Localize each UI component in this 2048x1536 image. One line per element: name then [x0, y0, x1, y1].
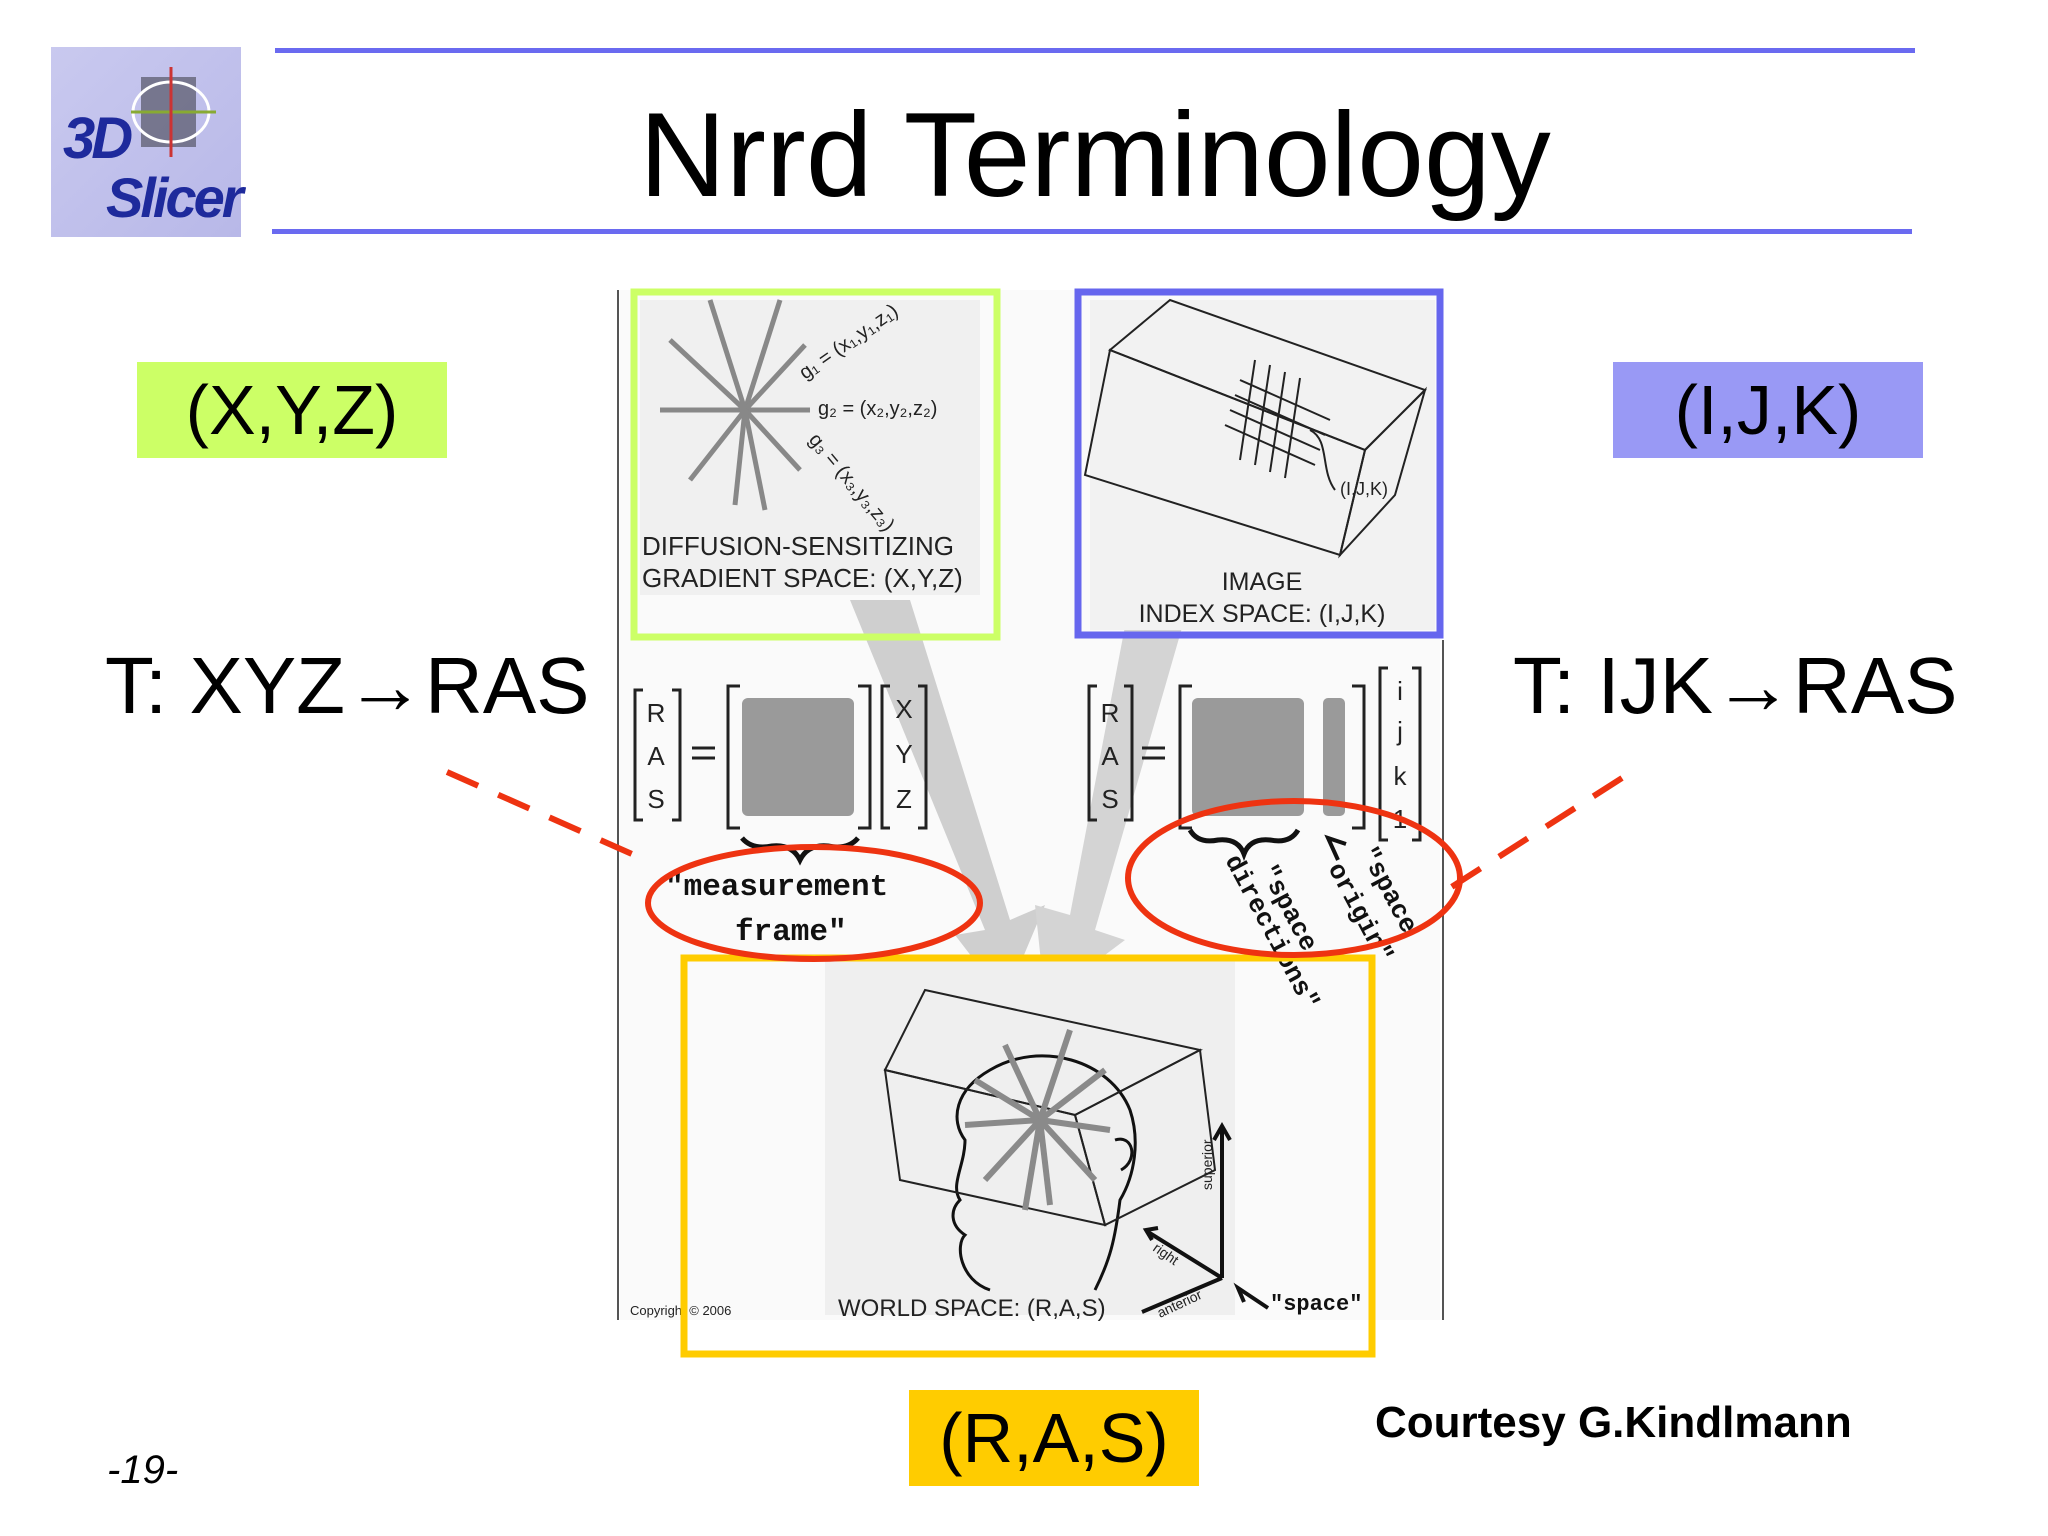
gradient-caption-1: DIFFUSION-SENSITIZING [642, 531, 954, 561]
rm-S: S [1101, 784, 1118, 814]
rm-A: A [1101, 741, 1119, 771]
right-flow-arrow [1035, 600, 1190, 1000]
index-panel [1090, 300, 1435, 630]
ijk-point-label: (I,J,K) [1340, 479, 1388, 499]
space-directions-matrix [1192, 698, 1304, 816]
world-star [964, 1029, 1111, 1211]
space-directions-brace [1187, 828, 1301, 862]
page-title: Nrrd Terminology [639, 88, 1551, 222]
lm-R: R [647, 698, 666, 728]
slicer-logo: 3D Slicer [51, 47, 244, 237]
lm-S: S [647, 784, 664, 814]
tag-ijk: (I,J,K) [1613, 362, 1923, 458]
right-dashed-link [1448, 775, 1624, 891]
lm-Y: Y [895, 739, 912, 769]
title-rule-bottom [272, 229, 1912, 234]
measurement-frame-highlight [645, 844, 983, 962]
gradient-panel [640, 300, 980, 595]
g2-label: g₂ = (x₂,y₂,z₂) [818, 398, 937, 420]
lm-Z: Z [896, 784, 912, 814]
tag-ras: (R,A,S) [909, 1390, 1199, 1486]
world-space-frame [680, 954, 1376, 1358]
right-matrix-equation [1087, 666, 1422, 842]
index-cube [1083, 298, 1428, 559]
logo-text-3d: 3D [63, 106, 133, 171]
index-caption-2: INDEX SPACE: (I,J,K) [1139, 600, 1386, 628]
rm-k: k [1394, 761, 1408, 791]
gradient-star [660, 299, 810, 511]
lm-A: A [647, 741, 665, 771]
rm-j: j [1396, 716, 1403, 746]
lm-X: X [895, 694, 912, 724]
brain-slice-icon [131, 67, 216, 157]
superior-label: superior [1199, 1139, 1215, 1190]
left-matrix-equation [633, 684, 928, 830]
gradient-space-frame [630, 288, 1001, 641]
transform-ijk-to-ras: T: IJK→RAS [1513, 641, 1958, 730]
rm-i: i [1397, 676, 1403, 706]
page-number: -19- [107, 1448, 179, 1492]
space-label: "space" [1270, 1292, 1362, 1317]
space-origin-arrow-icon [1324, 834, 1347, 861]
left-dashed-link [445, 769, 652, 865]
gradient-caption-2: GRADIENT SPACE: (X,Y,Z) [642, 563, 963, 593]
title-rule-top [275, 48, 1915, 53]
ras-axes [1141, 1121, 1270, 1314]
world-caption: WORLD SPACE: (R,A,S) [838, 1295, 1106, 1322]
logo-text-slicer: Slicer [106, 166, 244, 229]
transform-xyz-to-ras: T: XYZ→RAS [105, 641, 590, 730]
measurement-frame-matrix [742, 698, 854, 816]
left-flow-arrow [850, 600, 1045, 1000]
space-params-highlight [1125, 798, 1463, 958]
measurement-label-2: frame" [735, 915, 847, 950]
index-caption-1: IMAGE [1222, 568, 1303, 596]
measurement-label-1: "measurement [665, 870, 888, 905]
rm-R: R [1101, 698, 1120, 728]
space-origin-vector [1323, 698, 1345, 816]
courtesy-credit: Courtesy G.Kindlmann [1375, 1398, 1852, 1447]
index-space-frame [1074, 288, 1444, 639]
tag-xyz: (X,Y,Z) [137, 362, 447, 458]
